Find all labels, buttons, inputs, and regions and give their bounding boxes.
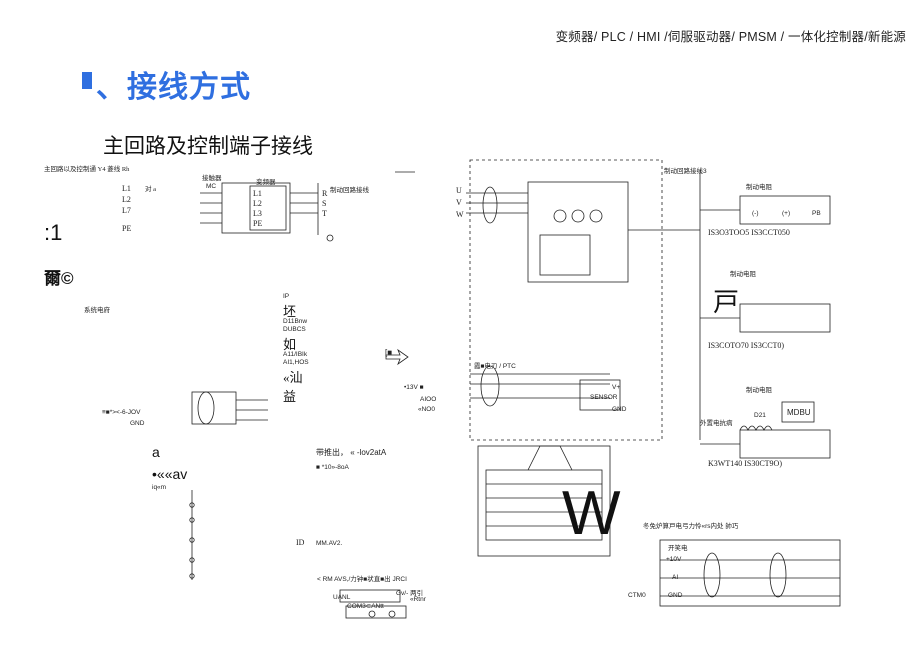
left-diagram-caption: 主回路以及控制通 Y4 菱线 Rh — [44, 166, 130, 173]
center-mark-9: 益 — [283, 389, 297, 404]
center-mark-7: AI1,HOS — [283, 359, 309, 366]
big-mark-right: 戸 — [713, 287, 740, 317]
big-mark-1: :1 — [44, 220, 63, 245]
brake-resistor-label-3: 制动电阻 — [746, 387, 772, 394]
system-label: 系统电府 — [84, 307, 110, 314]
output-note: 带推出， « -lov2atA — [316, 448, 387, 457]
breaker-sub-label: MC — [206, 183, 217, 190]
center-mark-2: 坯 — [283, 304, 297, 319]
io-label-ai: AI — [672, 574, 679, 581]
brake-note: 制动回路接线 — [330, 187, 369, 194]
drive-terminal-box — [249, 185, 287, 231]
pe-label: PE — [122, 224, 132, 233]
terminal-l2: L2 — [253, 199, 262, 208]
output-note-2: ■ *10»-8oA — [316, 464, 349, 471]
switch-label: 开笑电 — [668, 545, 688, 552]
center-mark-6: A11/IBIk — [283, 351, 308, 358]
mains-label-l2: L2 — [122, 195, 131, 204]
terminal-l3: L3 — [253, 209, 262, 218]
big-mark-2: 爾© — [44, 269, 74, 288]
ai-label-1: AIOO — [420, 396, 437, 403]
dc-note: D21 — [754, 412, 766, 419]
product-line-header: 变频器/ PLC / HMI /伺服驱动器/ PMSM / 一体化控制器/新能源 — [555, 30, 906, 44]
io-label-10v: +10V — [666, 556, 682, 563]
contactor-box — [221, 182, 291, 234]
iq-mark: iq«m — [152, 484, 167, 491]
model-row-3: K3WT140 IS30CT9O) — [708, 459, 782, 468]
bottom-note: 冬免炉算戸电弓力怜«rs内处 帥巧 — [643, 523, 739, 530]
pm-label-pb: PB — [812, 210, 821, 217]
center-mark-8: «汕 — [283, 370, 303, 385]
ai-label-2: «NO0 — [418, 406, 435, 413]
gnd-label: GND — [130, 420, 145, 427]
section-title: 、接线方式 — [96, 71, 251, 104]
io-label-gnd: GND — [668, 592, 683, 599]
center-mark-ip: IP — [283, 293, 290, 300]
two-sided-sub: «Rtnr — [410, 596, 426, 603]
center-mark-3: D11Bnw — [283, 318, 308, 325]
terminal-s: S — [322, 199, 327, 208]
uanl-label: UANL — [333, 594, 351, 601]
arrow-mark: [■ — [385, 348, 393, 357]
mm-note: MM.AV2. — [316, 540, 343, 547]
ext-resistor-label: 外置电抗病 — [700, 420, 733, 427]
brake-resistor-label-1: 制动电阻 — [746, 184, 772, 191]
pg-note: 霞■电刃 / PTC — [474, 363, 516, 370]
terminal-pe: PE — [253, 219, 263, 228]
av-mark: •««av — [152, 466, 188, 482]
sensor-label-sensor: SENSOR — [590, 394, 618, 401]
terminal-l1: L1 — [253, 189, 262, 198]
dbu-label: MDBU — [787, 408, 811, 417]
center-mark-4: DUBCS — [283, 326, 306, 333]
section-subtitle: 主回路及控制端子接线 — [103, 135, 313, 158]
brake-resistor-label-2: 制动电阻 — [730, 271, 756, 278]
motor-terminal-v: V — [456, 198, 462, 207]
com-label: COM3⊂ANtt — [347, 603, 384, 610]
rm-note: < RM AVS,/力钟■状直■出 JRCI — [317, 576, 407, 583]
pm-label-plus: (+) — [782, 210, 791, 217]
brake-title: 制动回路接线3 — [664, 168, 707, 175]
id-mark: ID — [296, 538, 305, 547]
model-row-2: IS3COTO70 IS3CCT0) — [708, 341, 785, 350]
mains-label-l1: L1 — [122, 184, 131, 193]
model-row-1: IS3O3TOO5 IS3CCT050 — [708, 228, 790, 237]
two-sided-note: Gv/- 两引 — [396, 590, 424, 597]
terminal-r: R — [322, 189, 328, 198]
mains-label-l7: L7 — [122, 206, 131, 215]
big-w-mark: W — [562, 479, 621, 548]
sensor-label-vplus: V+ — [612, 384, 621, 391]
analog-note: ≡■*><-6-JOV — [102, 409, 141, 416]
center-mark-5: 如 — [283, 337, 297, 352]
breaker-label: 接触器 — [202, 175, 222, 182]
drive-label: 变频器 — [256, 179, 276, 186]
motor-terminal-u: U — [456, 186, 462, 195]
ctm-label: CTM0 — [628, 592, 646, 599]
terminal-t: T — [322, 209, 327, 218]
mains-note: 对 a — [145, 186, 157, 193]
a-mark: a — [152, 444, 160, 460]
section-bullet-icon — [82, 72, 92, 89]
sensor-label-gnd: GND — [612, 406, 627, 413]
pm-label-minus: (-) — [752, 210, 759, 217]
motor-terminal-w: W — [456, 210, 464, 219]
volt-note: •13V ■ — [404, 384, 424, 391]
